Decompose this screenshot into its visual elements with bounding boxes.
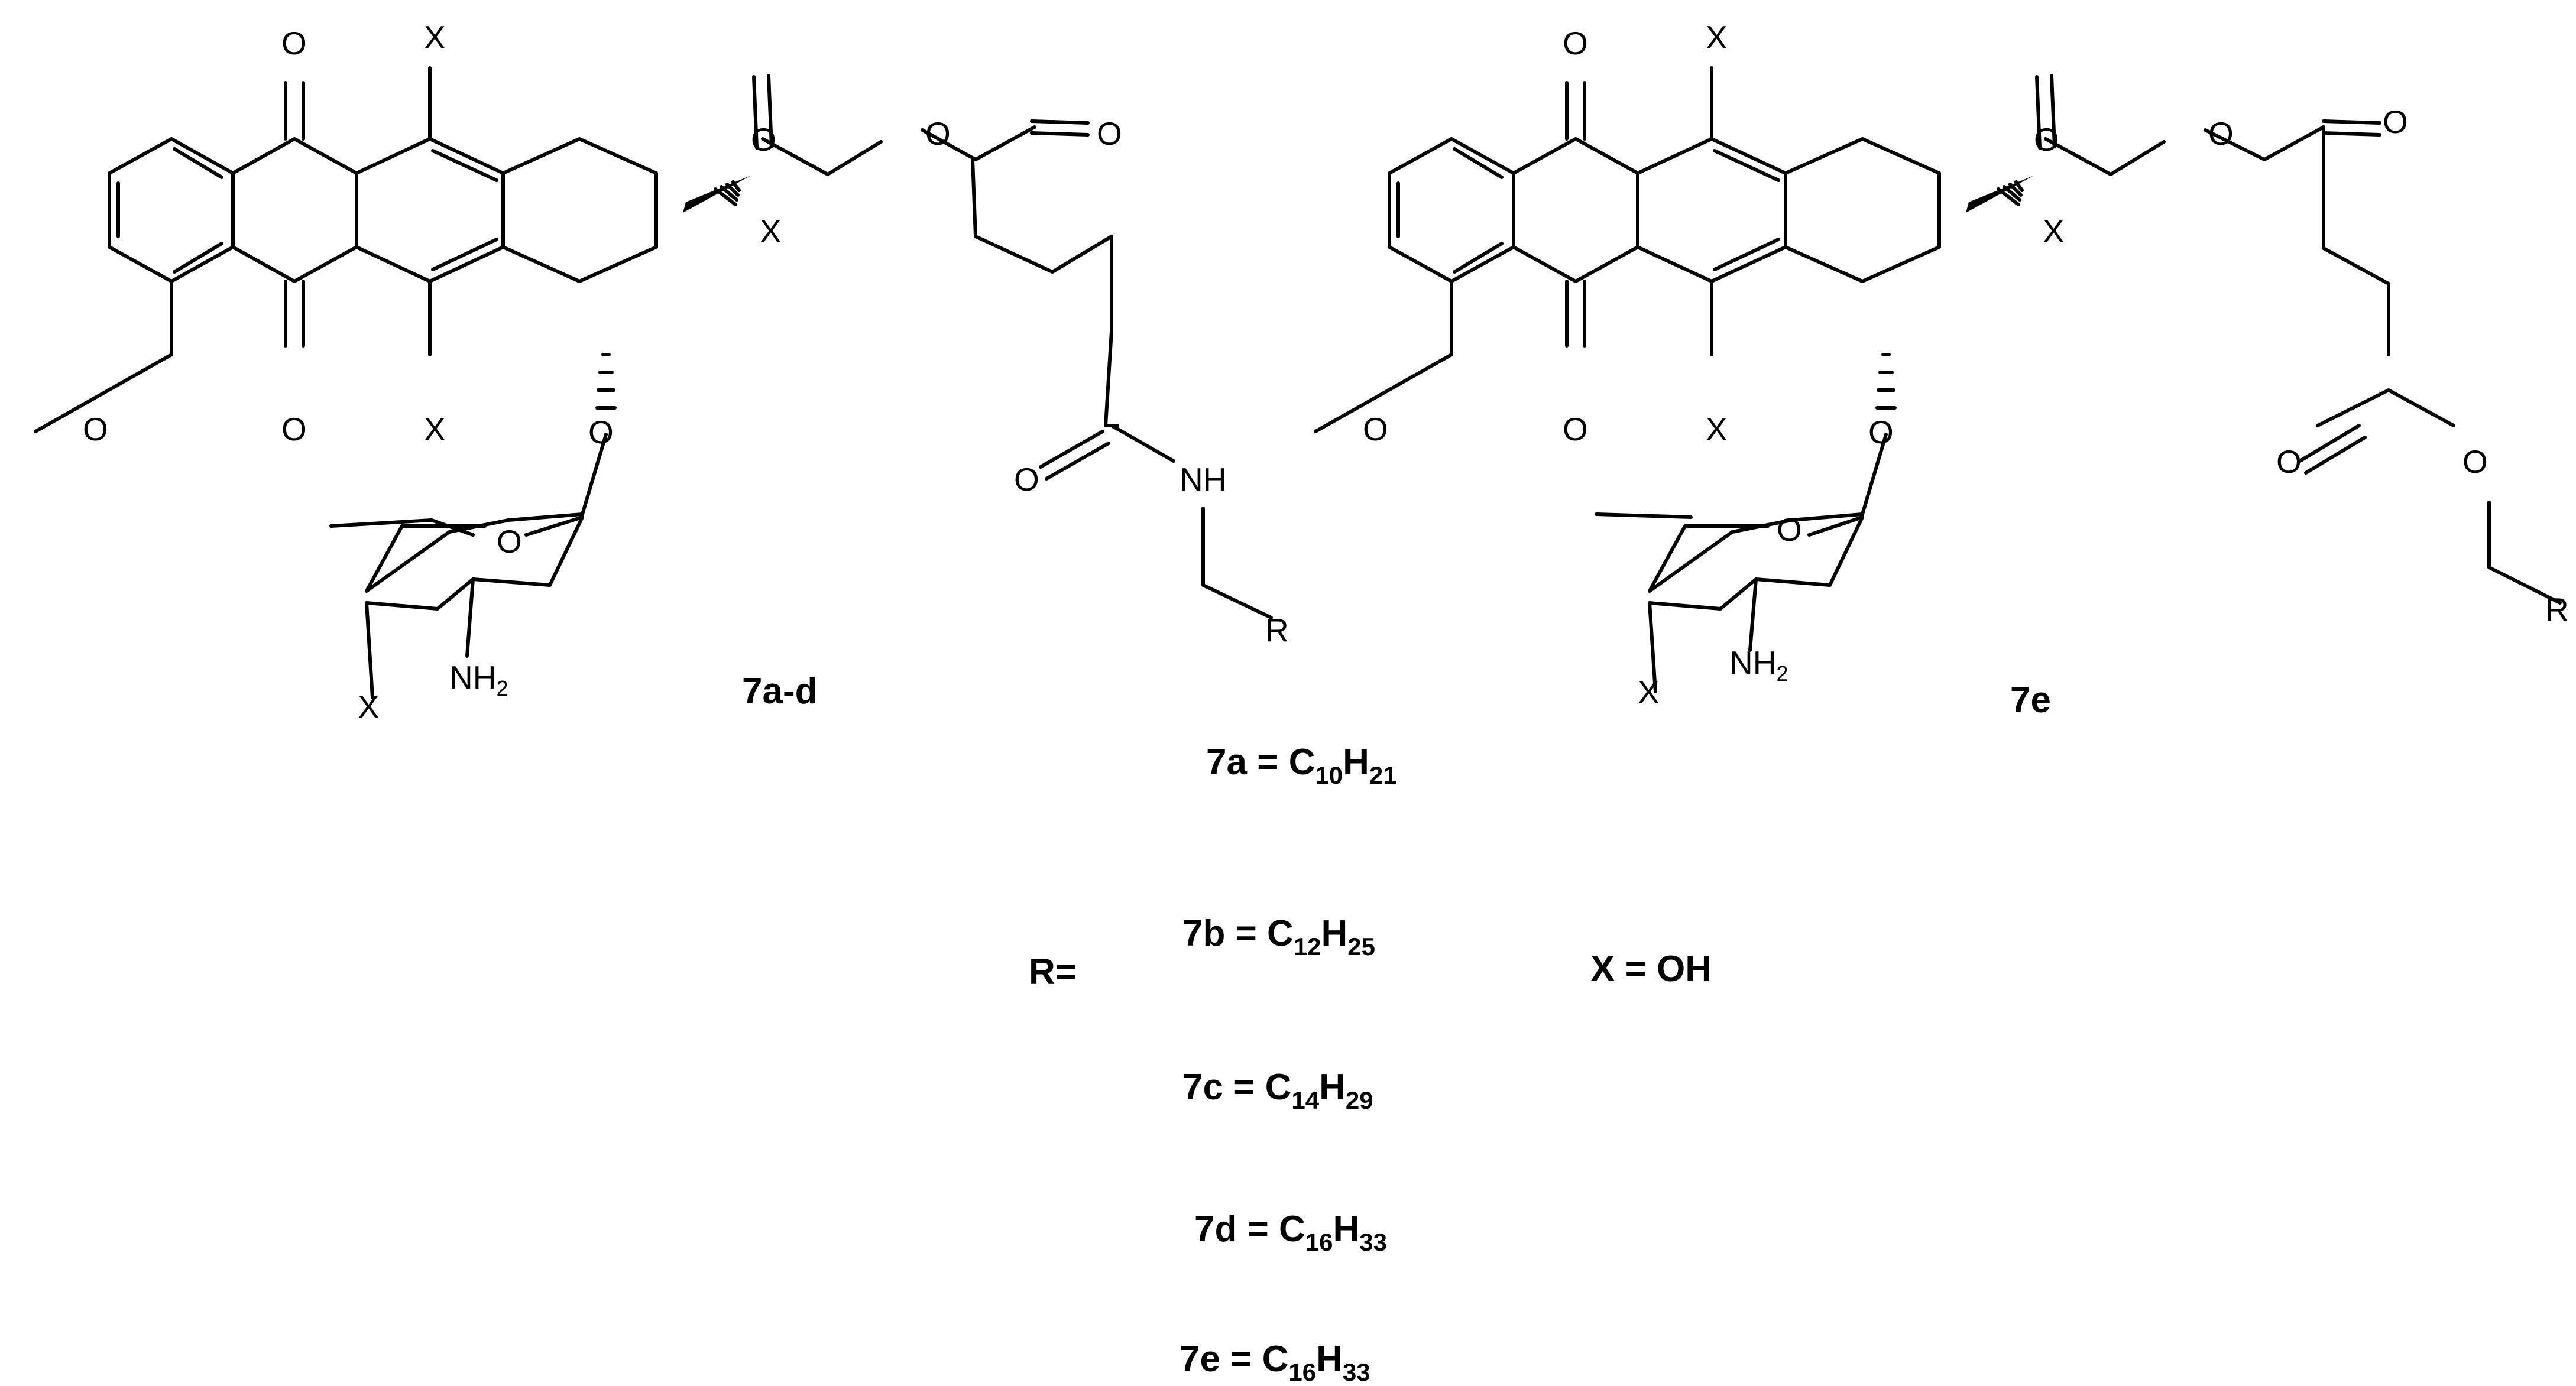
- atom-o-ketone-top: O: [281, 25, 307, 61]
- hash-bond: [1997, 180, 2024, 206]
- r-group-7d: 7d = C16H33: [1194, 1209, 1387, 1256]
- atom-o-carbonyl: O: [751, 121, 776, 158]
- atom-o-glycoside: O: [1868, 414, 1894, 450]
- atom-o-amide: O: [1014, 461, 1039, 498]
- wedge-bond: [1966, 176, 2034, 213]
- r-group-7e: 7e = C16H33: [1180, 1339, 1370, 1386]
- atom-o-ester-carbonyl: O: [1097, 115, 1122, 152]
- atom-o-ester2: O: [2462, 443, 2488, 480]
- compound-label-left: 7a-d: [742, 671, 817, 712]
- atom-o-sugar: O: [497, 523, 522, 560]
- atom-x-top: X: [424, 19, 446, 56]
- atom-nh: NH: [1180, 461, 1226, 498]
- atom-o-ester-carbonyl: O: [2383, 103, 2408, 140]
- structure-7a-d: O O X X O O X O O O NH R O O X NH2 7a-d: [34, 19, 1289, 725]
- atom-x-c9: X: [2043, 213, 2065, 249]
- atom-o-ester2-carbonyl: O: [2276, 443, 2302, 480]
- atom-o-carbonyl: O: [2034, 121, 2059, 158]
- atom-o-methoxy: O: [83, 411, 108, 447]
- atom-o-ketone-bottom: O: [281, 411, 307, 447]
- atom-x-top: X: [1706, 19, 1728, 56]
- r-group-7b: 7b = C12H25: [1182, 913, 1375, 960]
- atom-x-bottom: X: [424, 411, 446, 447]
- atom-nh2: NH2: [449, 659, 508, 700]
- hash-bond: [714, 180, 741, 206]
- atom-o-sugar: O: [1777, 511, 1802, 548]
- x-equals-oh-label: X = OH: [1590, 949, 1712, 989]
- atom-r: R: [1265, 612, 1289, 648]
- bond-skeleton: [34, 66, 1273, 699]
- atom-x-bottom: X: [1706, 411, 1728, 447]
- atom-o-glycoside: O: [588, 414, 614, 450]
- atom-x-c9: X: [760, 213, 782, 249]
- atom-nh2: NH2: [1729, 644, 1788, 686]
- wedge-bond: [683, 176, 751, 213]
- hash-bond-2: [1875, 353, 1897, 410]
- atom-o-ketone-bottom: O: [1563, 411, 1588, 447]
- hash-bond-2: [595, 353, 617, 410]
- atom-o-ketone-top: O: [1563, 25, 1588, 61]
- compound-label-right: 7e: [2010, 680, 2051, 720]
- atom-x-sugar: X: [358, 689, 380, 725]
- r-equals-label: R=: [1029, 952, 1077, 992]
- atom-o-ester: O: [925, 115, 951, 152]
- atom-r: R: [2545, 591, 2569, 628]
- r-group-legend: R= X = OH 7a = C10H21 7b = C12H25 7c = C…: [1029, 742, 1712, 1386]
- r-group-7a: 7a = C10H21: [1206, 742, 1397, 789]
- r-group-7c: 7c = C14H29: [1182, 1067, 1373, 1114]
- atom-x-sugar: X: [1638, 674, 1660, 710]
- atom-o-ester: O: [2208, 115, 2234, 152]
- structure-7e: O O X X O O X O O O O R O O X NH2 7e: [1314, 19, 2569, 720]
- atom-o-methoxy: O: [1363, 411, 1388, 447]
- bond-skeleton: [1314, 66, 2562, 693]
